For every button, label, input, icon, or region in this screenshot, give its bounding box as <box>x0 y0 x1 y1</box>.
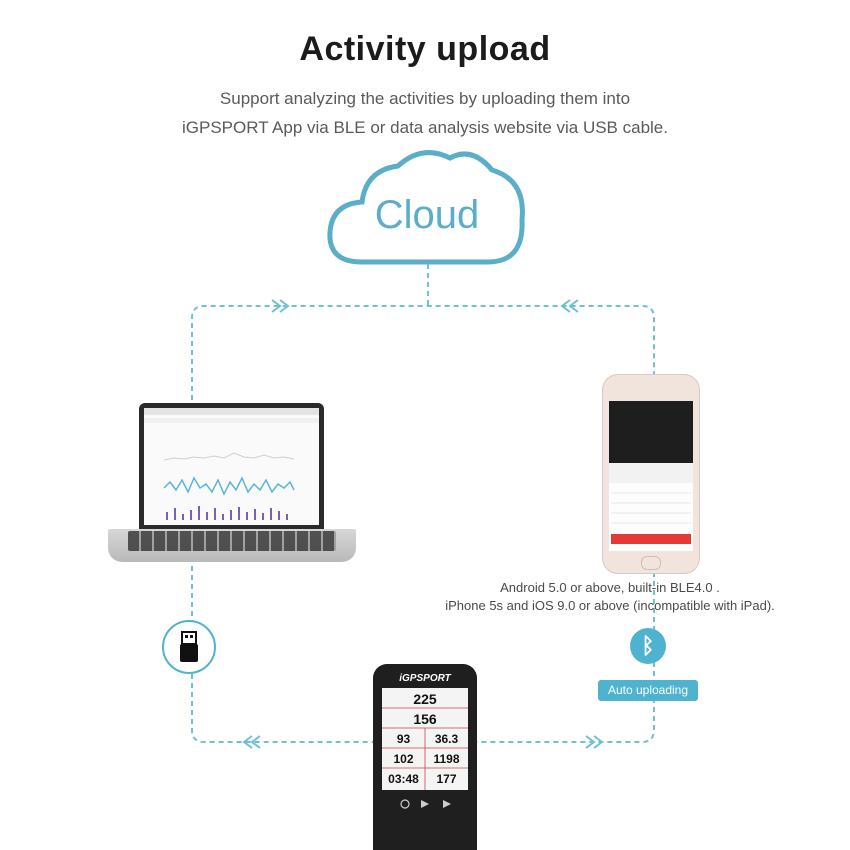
device-field-power: 225 <box>413 691 437 707</box>
cloud: Cloud <box>322 140 532 270</box>
subtitle-line-2: iGPSPORT App via BLE or data analysis we… <box>181 118 668 137</box>
bluetooth-icon: ᛒ <box>630 628 666 664</box>
bike-computer: iGPSPORT 225 156 93 36.3 102 1198 03:48 … <box>373 664 477 850</box>
device-field-cadence: 93 <box>396 732 411 746</box>
cloud-label: Cloud <box>374 193 480 237</box>
arrow-right-icon <box>585 735 604 749</box>
device-field-heart-rate: 156 <box>413 711 437 727</box>
phone-requirement-ios: iPhone 5s and iOS 9.0 or above (incompat… <box>445 598 775 613</box>
device-field-moving-time: 03:48 <box>388 772 419 786</box>
phone-requirement-android: Android 5.0 or above, built-in BLE4.0 . <box>500 580 720 595</box>
arrow-left-icon <box>560 299 579 313</box>
phone-red-button <box>611 534 691 544</box>
device-field-speed: 36.3 <box>434 732 459 746</box>
laptop <box>108 400 356 570</box>
auto-uploading-label: Auto uploading <box>598 680 698 701</box>
device-field-power-np: 177 <box>436 772 457 786</box>
device-field-distance: 102 <box>393 752 414 766</box>
laptop-keyboard <box>108 529 356 562</box>
cloud-icon <box>327 150 525 265</box>
subtitle-line-1: Support analyzing the activities by uplo… <box>219 89 631 108</box>
device-screen: 225 156 93 36.3 102 1198 03:48 177 <box>382 688 468 790</box>
activity-graphs <box>144 408 319 520</box>
arrow-right-icon <box>271 299 290 313</box>
device-field-elevation: 1198 <box>433 752 460 766</box>
page-title: Activity upload <box>299 30 551 68</box>
device-brand: iGPSPORT <box>399 673 451 684</box>
phone-screen <box>609 401 693 551</box>
arrow-left-icon <box>242 735 261 749</box>
device-buttons <box>391 796 459 812</box>
smartphone <box>602 374 700 574</box>
analysis-website-screen <box>144 408 319 525</box>
phone-menu-list <box>611 492 691 524</box>
phone-home-button <box>641 556 661 570</box>
usb-connector-icon <box>162 620 216 674</box>
laptop-screen <box>139 403 324 529</box>
